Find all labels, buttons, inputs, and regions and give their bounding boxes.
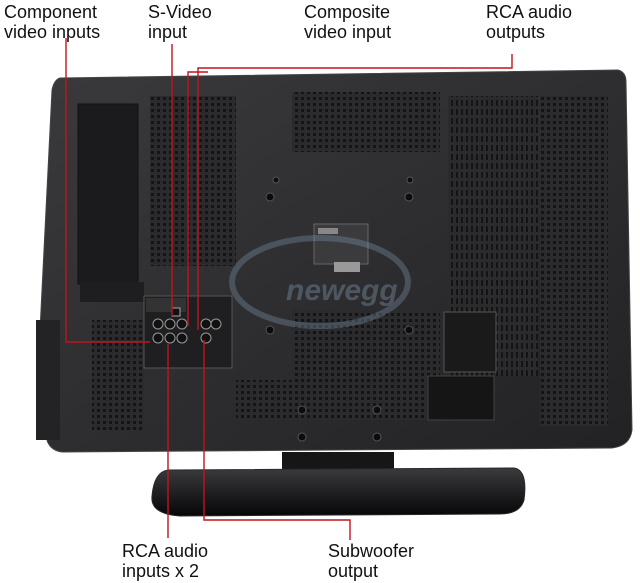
subwoofer-line (203, 340, 351, 540)
callout-rca-audio-outputs: RCA audio outputs (486, 2, 573, 42)
callout-component-video: Component video inputs (4, 2, 101, 42)
rca-jacks (152, 318, 222, 344)
tv-side-panel (36, 320, 60, 440)
vent-bottom-center (236, 380, 426, 420)
callout-composite-video: Composite video input (304, 2, 392, 42)
vent-left-lower (92, 320, 144, 430)
power-bracket (443, 311, 497, 373)
callout-lines (65, 38, 513, 540)
callout-s-video: S-Video input (148, 2, 212, 42)
screw-holes (265, 176, 414, 442)
callout-rca-audio-inputs: RCA audio inputs x 2 (122, 541, 209, 581)
watermark-text: newegg (286, 274, 398, 307)
composite-line (187, 71, 208, 326)
vent-far-right (540, 96, 608, 426)
newegg-watermark: newegg (229, 235, 411, 329)
callout-subwoofer: Subwoofer output (328, 541, 415, 581)
s-video-port (171, 307, 181, 317)
component-line (65, 38, 150, 343)
stand-base (151, 467, 526, 517)
vent-center-top (292, 92, 440, 152)
rca-out-line (197, 54, 513, 330)
vent-center-mid (292, 310, 440, 380)
left-recess (77, 103, 139, 285)
vent-left-upper (150, 96, 236, 266)
